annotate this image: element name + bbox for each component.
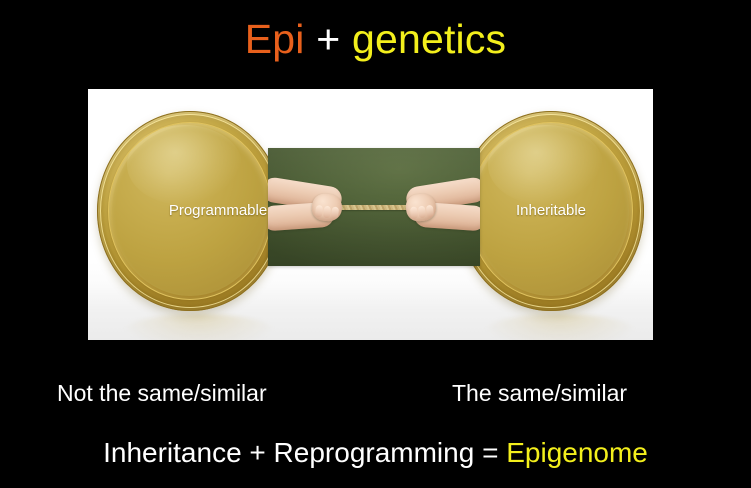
right-coin: Inheritable xyxy=(458,111,644,340)
right-knuckle-2 xyxy=(417,205,427,219)
summary-equation: Inheritance + Reprogramming = Epigenome xyxy=(0,434,751,472)
right-knuckle-1 xyxy=(409,206,419,220)
figure-panel: Programmable Inheritable xyxy=(88,89,653,340)
title-part-plus: + xyxy=(316,16,341,62)
right-coin-reflection xyxy=(485,314,635,340)
right-knuckle-3 xyxy=(425,204,435,218)
caption-row: Not the same/similar The same/similar xyxy=(0,378,751,408)
rope xyxy=(316,205,432,210)
left-knuckle-1 xyxy=(314,204,324,218)
left-coin: Programmable xyxy=(97,111,283,340)
slide-title: Epi + genetics xyxy=(0,14,751,64)
caption-right: The same/similar xyxy=(452,380,628,406)
left-coin-gloss xyxy=(126,125,243,205)
title-part-epi: Epi xyxy=(244,16,305,62)
equation-terms: Inheritance + Reprogramming = xyxy=(103,437,507,468)
left-knuckle-3 xyxy=(330,206,340,220)
left-coin-label: Programmable xyxy=(168,202,268,219)
title-part-genetics: genetics xyxy=(351,16,507,62)
tug-of-war-photo xyxy=(268,148,480,266)
caption-left: Not the same/similar xyxy=(57,380,267,406)
left-knuckle-2 xyxy=(322,205,332,219)
right-coin-label: Inheritable xyxy=(515,202,587,219)
equation-result: Epigenome xyxy=(506,437,648,468)
left-coin-reflection xyxy=(124,314,274,340)
right-coin-gloss xyxy=(487,125,604,205)
